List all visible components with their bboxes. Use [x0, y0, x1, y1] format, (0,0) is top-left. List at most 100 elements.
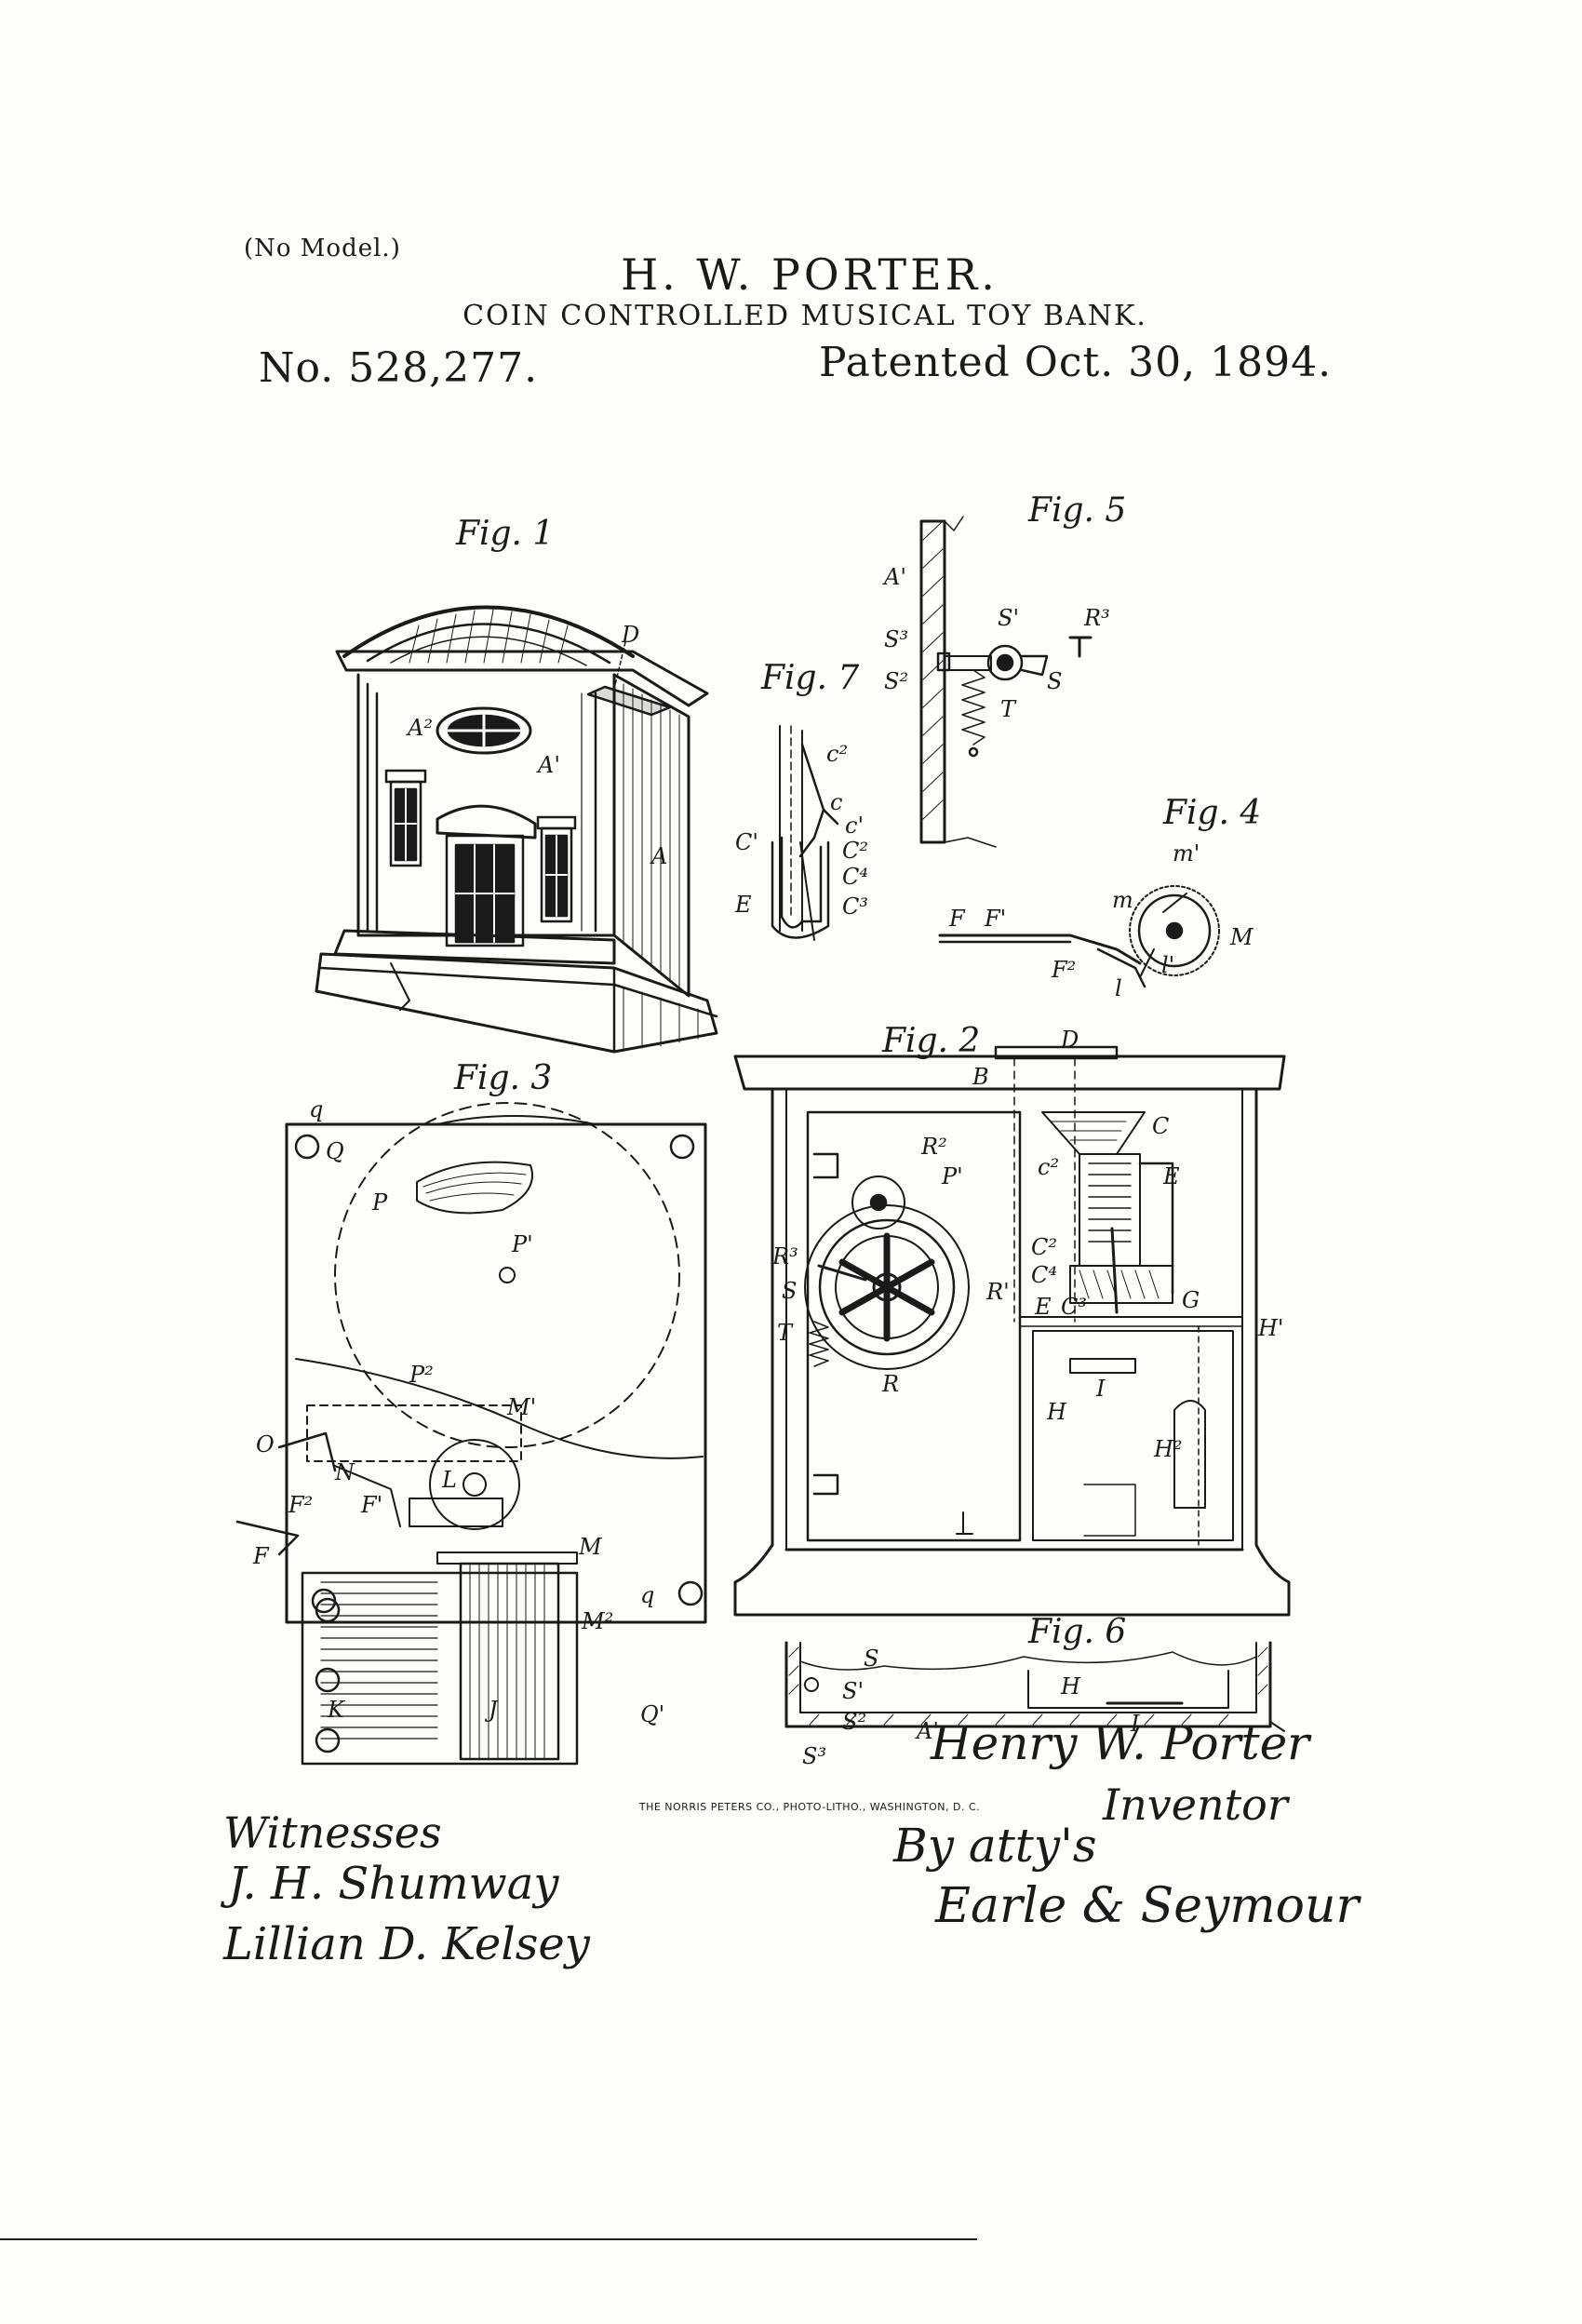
fig2-label-r1: R'	[985, 1279, 1010, 1305]
fig6-label-s2: S²	[842, 1709, 866, 1735]
fig6-label-i: I	[1130, 1711, 1140, 1737]
fig2-label-e: E	[1162, 1163, 1180, 1189]
model-note: (No Model.)	[244, 235, 401, 262]
fig7-label-c1: C'	[735, 829, 758, 855]
fig6-label-s: S	[864, 1646, 878, 1672]
fig1-drawing	[315, 605, 718, 1054]
fig6-label-s1: S'	[842, 1678, 864, 1704]
fig2-label-t: T	[777, 1320, 794, 1346]
fig4-label-l1: l'	[1161, 952, 1174, 978]
inventor-role: Inventor	[1102, 1780, 1291, 1830]
fig3-label-l: L	[441, 1467, 457, 1493]
fig2-label-r: R	[881, 1371, 899, 1397]
fig7-drawing	[771, 725, 839, 941]
fig7-caption: Fig. 7	[760, 659, 859, 697]
fig3-label-m2: M²	[581, 1608, 613, 1634]
fig2-label-c2: C²	[1031, 1234, 1057, 1260]
fig3-label-q1: Q'	[640, 1701, 664, 1727]
fig5-caption: Fig. 5	[1027, 491, 1126, 530]
fig5-label-t: T	[1000, 696, 1017, 722]
fig6-label-s3: S³	[802, 1743, 826, 1769]
fig7-label-c4: C⁴	[842, 864, 868, 890]
fig7-label-c: c	[830, 789, 842, 815]
fig1-label-a1: A'	[536, 752, 560, 778]
fig2-label-c3: C³	[1061, 1294, 1087, 1320]
fig3-label-q: Q	[326, 1138, 344, 1164]
fig3-label-f: F	[252, 1543, 270, 1569]
fig2-label-e-lower: E	[1034, 1294, 1052, 1320]
fig3-label-n: N	[334, 1459, 355, 1485]
fig3-label-p: P	[371, 1189, 388, 1216]
fig7-label-c3: C³	[842, 893, 868, 920]
fig5-label-s2: S²	[884, 668, 908, 694]
fig2-label-c4: C⁴	[1031, 1262, 1057, 1288]
fig6-label-h: H	[1060, 1673, 1081, 1699]
inventor-signature: Henry W. Porter	[930, 1716, 1312, 1770]
fig5-label-s: S	[1047, 668, 1062, 694]
patent-title: COIN CONTROLLED MUSICAL TOY BANK.	[463, 300, 1147, 332]
fig2-label-h2: H²	[1153, 1436, 1183, 1462]
fig7-label-c1-small: c'	[845, 813, 864, 839]
fig4-label-l: l	[1115, 975, 1122, 1001]
fig2-label-s: S	[782, 1278, 797, 1304]
attorneys-by: By atty's	[892, 1819, 1097, 1873]
fig2-caption: Fig. 2	[881, 1022, 980, 1060]
fig2-label-p1: P'	[941, 1163, 963, 1189]
fig2-drawing	[733, 1045, 1291, 1617]
fig4-label-f1: F'	[984, 906, 1006, 932]
fig4-caption: Fig. 4	[1162, 794, 1261, 832]
fig4-label-f2: F²	[1051, 957, 1076, 983]
fig5-label-r3: R³	[1083, 605, 1110, 631]
fig7-label-c2-small: c²	[826, 741, 848, 767]
fig2-label-r3: R³	[771, 1243, 798, 1269]
fig2-label-b: B	[972, 1064, 989, 1090]
fig5-label-s3: S³	[884, 626, 908, 652]
fig3-label-k: K	[327, 1697, 346, 1723]
fig3-label-m: M	[578, 1534, 603, 1560]
fig6-label-a1: A'	[915, 1718, 939, 1744]
fig1-label-a2: A²	[406, 715, 433, 741]
fig7-label-c2: C²	[842, 838, 868, 864]
fig4-label-m1: m'	[1173, 840, 1200, 866]
fig4-label-m: m	[1112, 887, 1133, 913]
fig4-drawing	[938, 885, 1220, 988]
fig7-label-e: E	[734, 892, 752, 918]
fig1-label-a: A	[650, 843, 667, 869]
fig2-label-h: H	[1046, 1399, 1067, 1425]
witness-1-signature: J. H. Shumway	[220, 1858, 559, 1910]
fig2-label-h1: H'	[1257, 1315, 1284, 1341]
fig3-label-f1: F'	[360, 1492, 382, 1518]
fig3-caption: Fig. 3	[453, 1059, 552, 1097]
fig5-drawing	[919, 516, 1093, 848]
inventor-name: H. W. PORTER.	[621, 249, 999, 300]
patent-number: No. 528,277.	[259, 344, 539, 392]
fig3-label-f2: F²	[288, 1492, 313, 1518]
fig3-label-p1: P'	[511, 1231, 533, 1257]
fig3-label-p2: P²	[409, 1362, 434, 1388]
patent-date: Patented Oct. 30, 1894.	[819, 339, 1333, 386]
fig3-label-o: O	[256, 1431, 275, 1458]
fig2-label-c2-small: c²	[1038, 1154, 1059, 1180]
fig2-label-i: I	[1095, 1376, 1106, 1402]
fig5-label-a1: A'	[882, 564, 906, 590]
fig1-label-d: D	[621, 622, 639, 648]
witnesses-heading: Witnesses	[223, 1807, 442, 1858]
bottom-rule	[0, 2238, 977, 2240]
attorneys-signature: Earle & Seymour	[934, 1878, 1361, 1934]
fig2-label-r2: R²	[920, 1134, 947, 1160]
fig5-label-s1: S'	[998, 605, 1019, 631]
fig3-label-q-bottom: q	[640, 1582, 654, 1608]
fig4-label-f: F	[948, 906, 966, 932]
fig4-label-m-gear: M	[1229, 924, 1254, 950]
fig3-label-m1: M'	[506, 1394, 536, 1420]
fig3-label-q-top: q	[309, 1096, 323, 1122]
fig2-label-c: C	[1152, 1113, 1169, 1139]
lithographer-credit: THE NORRIS PETERS CO., PHOTO-LITHO., WAS…	[638, 1801, 981, 1813]
fig1-caption: Fig. 1	[455, 515, 554, 553]
fig3-label-j: J	[484, 1697, 499, 1723]
fig2-label-d: D	[1060, 1027, 1079, 1053]
witness-2-signature: Lillian D. Kelsey	[222, 1918, 591, 1970]
fig6-caption: Fig. 6	[1027, 1613, 1126, 1651]
fig3-drawing	[235, 1102, 707, 1766]
